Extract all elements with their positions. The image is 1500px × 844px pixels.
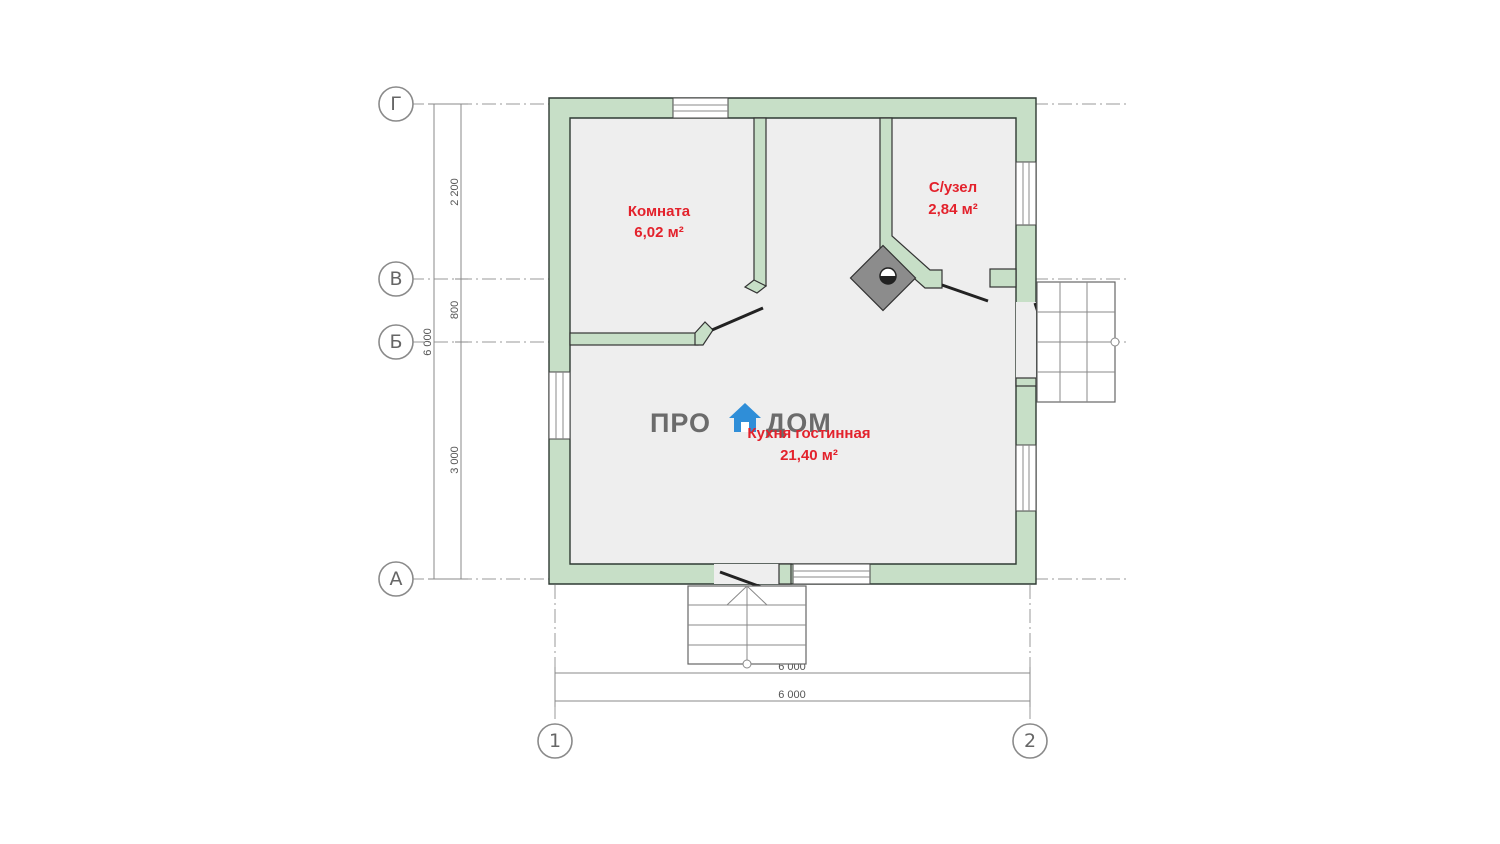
dim-left-total: 6 000 xyxy=(422,328,434,356)
door-bathroom xyxy=(941,283,989,303)
axis-label-g: Г xyxy=(390,93,402,115)
window-right-upper xyxy=(1015,161,1037,226)
partition-room-corner xyxy=(694,321,714,346)
house-icon xyxy=(729,403,761,432)
side-door-opening xyxy=(1016,302,1036,378)
side-stairs-marker xyxy=(1110,337,1120,347)
window-left xyxy=(548,371,571,440)
logo-text-right: ДОМ xyxy=(766,408,832,438)
partition-room-bottom xyxy=(569,332,699,346)
axis-label-1: 1 xyxy=(549,730,561,752)
room-area-kitchen: 21,40 м² xyxy=(780,447,838,464)
axis-bubble-v xyxy=(378,261,414,297)
axis-bubble-a xyxy=(378,561,414,597)
dim-left-3000: 3 000 xyxy=(449,446,461,474)
front-stairs-marker xyxy=(742,659,752,669)
axis-bubble-1 xyxy=(537,723,573,759)
dim-left-800: 800 xyxy=(449,301,461,319)
axis-label-v: В xyxy=(389,268,402,290)
axis-bubble-b xyxy=(378,324,414,360)
room-label-bathroom: С/узел xyxy=(929,179,977,196)
logo-text-left: ПРО xyxy=(650,408,711,438)
window-top xyxy=(672,97,729,119)
axis-bubble-2 xyxy=(1012,723,1048,759)
dim-left-2200: 2 200 xyxy=(449,178,461,206)
room-label-kitchen: Кухня гостинная xyxy=(747,425,870,442)
partition-room-right xyxy=(753,117,767,287)
room-label-komnata: Комната xyxy=(628,203,691,220)
window-right-lower xyxy=(1015,444,1037,512)
door-room xyxy=(711,306,764,332)
room-area-bathroom: 2,84 м² xyxy=(928,201,977,218)
axis-label-b: Б xyxy=(389,331,402,353)
window-bottom xyxy=(792,563,871,585)
partition-room-diagonal xyxy=(743,279,768,294)
partition-bath-stub xyxy=(989,268,1017,288)
axis-label-2: 2 xyxy=(1024,730,1036,752)
room-area-komnata: 6,02 м² xyxy=(634,224,683,241)
axis-label-a: А xyxy=(390,568,403,590)
dim-bottom-outer: 6 000 xyxy=(778,689,806,701)
axis-bubble-g xyxy=(378,86,414,122)
entrance-opening xyxy=(714,564,782,584)
logo-watermark: ПРО ДОМ xyxy=(650,403,832,438)
